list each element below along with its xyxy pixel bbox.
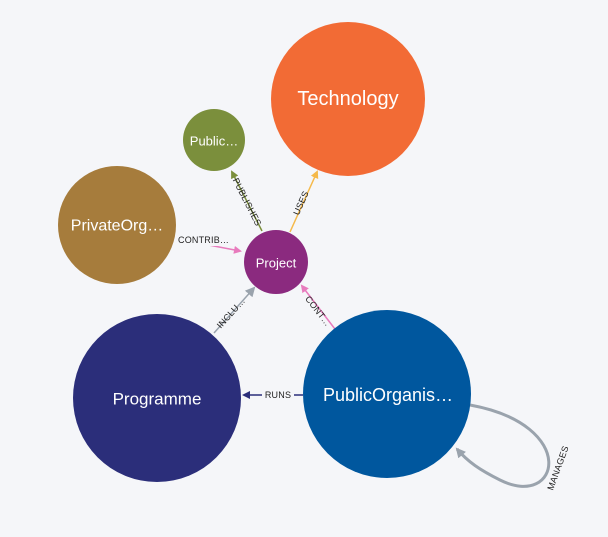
node-private-label: PrivateOrg… <box>71 218 163 235</box>
node-technology-label: Technology <box>297 88 398 110</box>
node-private-circle[interactable] <box>58 166 176 284</box>
node-public-label: Public… <box>190 134 238 149</box>
relationship-runs[interactable]: RUNS <box>242 388 303 402</box>
relationship-contrib[interactable]: CONTRIB… <box>171 232 242 254</box>
relationship-label-publishes: PUBLISHES <box>231 176 264 227</box>
node-programme-label: Programme <box>113 390 202 409</box>
relationship-label-uses: USES <box>291 189 310 216</box>
relationship-cont[interactable]: CONT… <box>300 284 339 334</box>
node-project-label: Project <box>256 256 297 271</box>
node-public-circle[interactable] <box>183 109 245 171</box>
node-project[interactable]: Project <box>244 230 308 294</box>
nodes-layer: Technology Public… PrivateOrg… Project P… <box>58 22 471 482</box>
node-programme[interactable]: Programme <box>73 314 241 482</box>
node-public[interactable]: Public… <box>183 109 245 171</box>
relationship-publishes[interactable]: PUBLISHES <box>231 170 264 232</box>
relationship-label-bg-runs <box>262 388 294 402</box>
relationship-label-cont: CONT… <box>303 294 333 328</box>
node-publicorg-label: PublicOrganis… <box>323 385 453 405</box>
relationship-inclu[interactable]: INCLU… <box>213 286 256 334</box>
relationship-label-bg-contrib <box>174 232 232 246</box>
relationship-manages[interactable]: MANAGES <box>455 403 571 492</box>
relationship-uses[interactable]: USES <box>289 170 319 233</box>
node-programme-circle[interactable] <box>73 314 241 482</box>
node-publicorg-circle[interactable] <box>303 310 471 478</box>
node-technology[interactable]: Technology <box>271 22 425 176</box>
relationship-label-runs: RUNS <box>265 390 291 400</box>
relationship-label-inclu: INCLU… <box>215 296 247 330</box>
node-technology-circle[interactable] <box>271 22 425 176</box>
node-private[interactable]: PrivateOrg… <box>58 166 176 284</box>
node-project-circle[interactable] <box>244 230 308 294</box>
node-publicorg[interactable]: PublicOrganis… <box>303 310 471 478</box>
relationship-label-contrib: CONTRIB… <box>178 235 229 245</box>
